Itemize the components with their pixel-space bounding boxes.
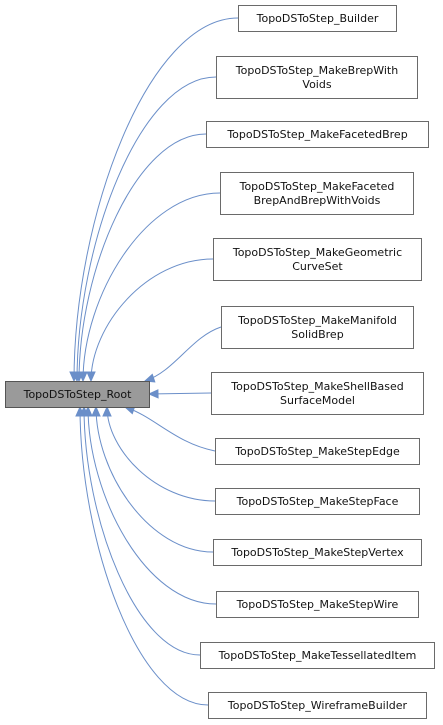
node-box	[220, 172, 414, 215]
node-make-step-wire[interactable]: TopoDSToStep_MakeStepWire	[216, 591, 419, 618]
edge-make-tessellated-item	[83, 406, 201, 656]
node-make-faceted-brep[interactable]: TopoDSToStep_MakeFacetedBrep	[206, 121, 429, 148]
node-box	[215, 438, 420, 465]
node-label: SurfaceModel	[280, 394, 355, 407]
edge-make-manifold-solid-brep	[144, 326, 222, 382]
node-make-step-edge[interactable]: TopoDSToStep_MakeStepEdge	[215, 438, 420, 465]
arrowhead-make-manifold-solid-brep	[143, 373, 156, 383]
arrowhead-wireframe-builder	[75, 405, 85, 417]
edge-make-geometric-curve-set	[90, 258, 214, 382]
node-box	[200, 642, 435, 669]
node-label: TopoDSToStep_MakeManifold	[237, 314, 397, 327]
node-box	[211, 372, 424, 415]
node-root[interactable]: TopoDSToStep_Root	[5, 381, 150, 408]
node-label: TopoDSToStep_Builder	[256, 12, 379, 25]
node-label: TopoDSToStep_Root	[23, 388, 132, 401]
arrowhead-make-step-vertex	[91, 405, 101, 417]
edge-make-step-face	[106, 406, 216, 502]
node-make-step-face[interactable]: TopoDSToStep_MakeStepFace	[215, 488, 420, 515]
arrowhead-make-shell-based-surface-model	[147, 389, 159, 399]
node-label: TopoDSToStep_MakeFaceted	[239, 180, 395, 193]
node-label: TopoDSToStep_MakeShellBased	[230, 380, 403, 393]
node-make-tessellated-item[interactable]: TopoDSToStep_MakeTessellatedItem	[200, 642, 435, 669]
node-label: TopoDSToStep_MakeStepWire	[236, 598, 399, 611]
edge-wireframe-builder	[79, 406, 209, 706]
node-label: SolidBrep	[291, 328, 343, 341]
arrowhead-make-step-face	[102, 405, 112, 417]
node-label: TopoDSToStep_WireframeBuilder	[227, 699, 408, 712]
node-label: TopoDSToStep_MakeStepFace	[236, 495, 399, 508]
node-box	[213, 539, 422, 566]
root-box	[5, 381, 150, 408]
arrowhead-make-geometric-curve-set	[86, 371, 96, 383]
node-box	[208, 692, 427, 719]
node-label: TopoDSToStep_MakeBrepWith	[235, 64, 398, 77]
node-label: TopoDSToStep_MakeTessellatedItem	[218, 649, 417, 662]
node-box	[216, 56, 418, 99]
node-label: BrepAndBrepWithVoids	[254, 194, 381, 207]
edge-make-step-vertex	[95, 406, 214, 553]
node-make-faceted-brep-and-brep-with-voids[interactable]: TopoDSToStep_MakeFacetedBrepAndBrepWithV…	[220, 172, 414, 215]
edge-builder	[73, 17, 239, 382]
node-builder[interactable]: TopoDSToStep_Builder	[238, 5, 397, 32]
node-wireframe-builder[interactable]: TopoDSToStep_WireframeBuilder	[208, 692, 427, 719]
node-box	[238, 5, 397, 32]
node-box	[206, 121, 429, 148]
node-label: Voids	[302, 78, 331, 91]
arrowhead-make-faceted-brep-and-brep-with-voids	[78, 371, 88, 383]
node-box	[221, 306, 414, 349]
node-box	[215, 488, 420, 515]
node-label: TopoDSToStep_MakeGeometric	[232, 246, 402, 259]
edge-make-step-edge	[124, 406, 216, 452]
node-label: TopoDSToStep_MakeStepEdge	[234, 445, 400, 458]
edge-make-step-wire	[87, 406, 217, 605]
edge-make-faceted-brep	[78, 133, 207, 382]
node-label: TopoDSToStep_MakeFacetedBrep	[226, 128, 407, 141]
node-box	[216, 591, 419, 618]
edge-make-brep-with-voids	[76, 76, 217, 382]
node-label: TopoDSToStep_MakeStepVertex	[230, 546, 404, 559]
edge-make-faceted-brep-and-brep-with-voids	[82, 192, 221, 382]
edge-make-shell-based-surface-model	[148, 392, 212, 395]
node-make-step-vertex[interactable]: TopoDSToStep_MakeStepVertex	[213, 539, 422, 566]
node-box	[213, 238, 422, 281]
nodes: TopoDSToStep_Root TopoDSToStep_BuilderTop…	[5, 5, 435, 719]
node-label: CurveSet	[292, 260, 343, 273]
